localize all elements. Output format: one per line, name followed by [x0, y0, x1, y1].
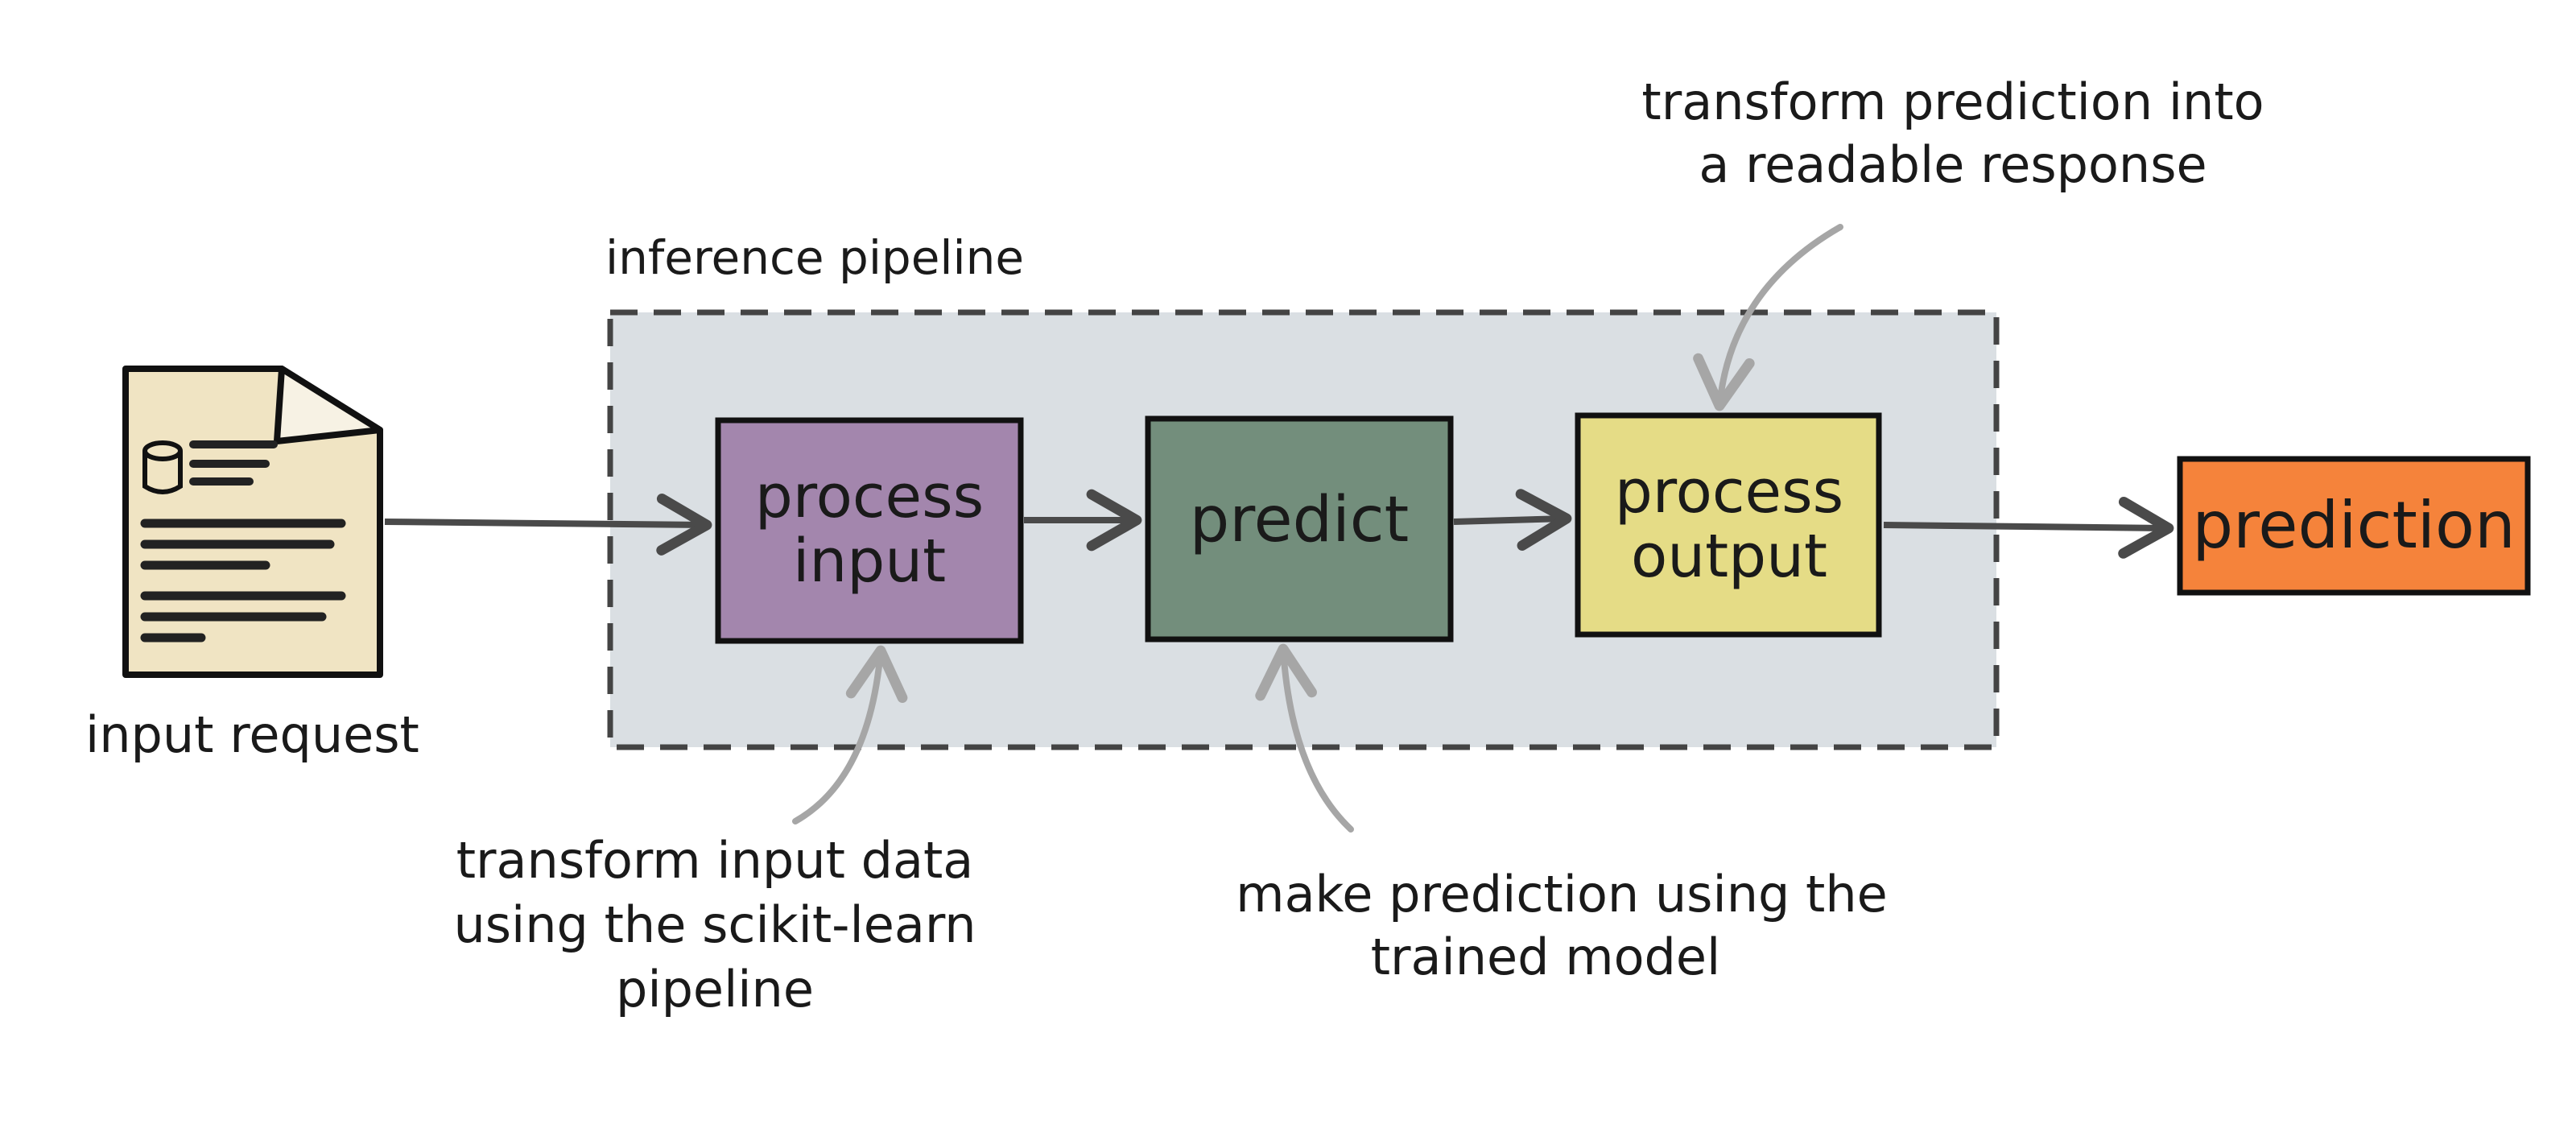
pipeline-label: inference pipeline	[605, 230, 1024, 285]
step-process-output-line1: process	[1615, 457, 1843, 527]
input-request-label: input request	[85, 705, 419, 764]
annotation-process-output: transform prediction into a readable res…	[1641, 72, 2264, 194]
annotation-process-output-line1: transform prediction into	[1641, 72, 2264, 131]
annotation-predict-line1: make prediction using the	[1236, 865, 1888, 924]
annotation-process-input-line2: using the scikit-learn	[453, 895, 976, 954]
step-predict-label: predict	[1190, 484, 1410, 556]
annotation-process-output-line2: a readable response	[1699, 135, 2207, 194]
arrow-output-to-prediction	[1883, 496, 2174, 559]
annotation-process-input-line3: pipeline	[616, 960, 814, 1019]
annotation-process-input-line1: transform input data	[456, 831, 974, 890]
arrow-input-to-process	[384, 494, 712, 556]
annotation-predict-line2: trained model	[1371, 928, 1721, 986]
input-document-icon	[122, 366, 383, 678]
step-process-input: process input	[715, 417, 1024, 644]
step-process-output: process output	[1575, 412, 1882, 638]
output-prediction-label: prediction	[2192, 488, 2515, 563]
annotation-predict: make prediction using the trained model	[1236, 865, 1888, 986]
step-process-output-line2: output	[1631, 522, 1827, 591]
pointer-process-input	[792, 645, 908, 824]
pointer-process-output	[1693, 224, 1843, 411]
arrow-predict-to-output	[1453, 489, 1572, 551]
output-prediction: prediction	[2177, 456, 2531, 596]
annotation-process-input: transform input data using the scikit-le…	[453, 831, 976, 1019]
step-process-input-line1: process	[755, 462, 984, 531]
step-process-input-line2: input	[793, 527, 946, 596]
step-predict: predict	[1145, 415, 1454, 643]
pointer-predict	[1255, 643, 1354, 833]
